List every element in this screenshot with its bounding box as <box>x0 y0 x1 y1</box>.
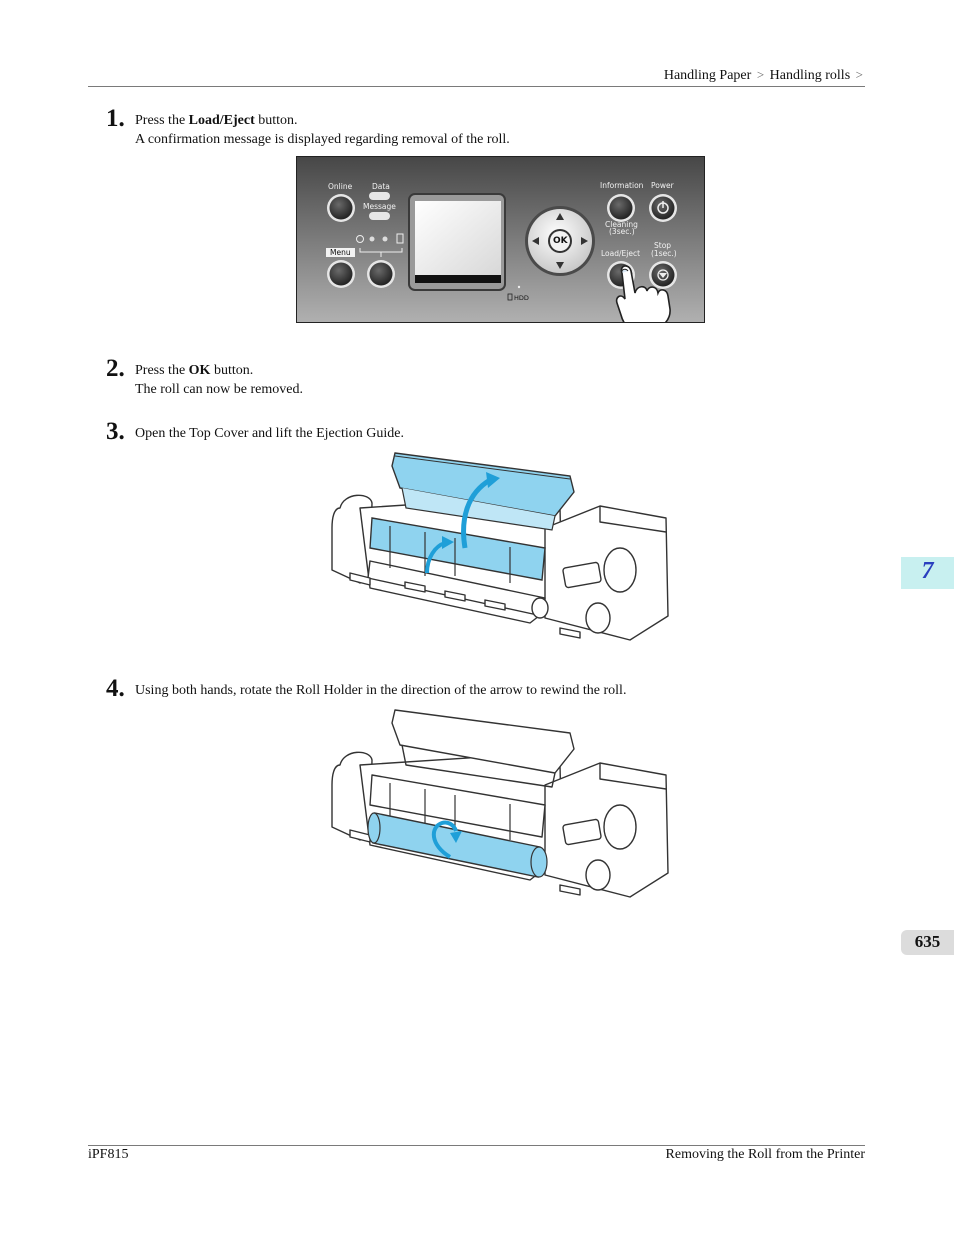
chapter-number: 7 <box>921 558 934 584</box>
information-label: Information <box>600 181 644 190</box>
breadcrumb: Handling Paper > Handling rolls > <box>664 67 865 84</box>
step-3-text: Open the Top Cover and lift the Ejection… <box>135 424 404 443</box>
breadcrumb-separator: > <box>756 67 765 82</box>
message-label: Message <box>363 202 396 211</box>
step-2-number: 2. <box>106 355 125 382</box>
cleaning-label: Cleaning <box>605 220 638 229</box>
cleaning-time-label: (3sec.) <box>609 227 635 236</box>
power-label: Power <box>651 181 674 190</box>
page-number: 635 <box>914 932 941 951</box>
stop-label: Stop <box>654 241 672 250</box>
breadcrumb-item-handling-rolls[interactable]: Handling rolls <box>769 68 851 83</box>
footer-rule <box>88 1145 865 1146</box>
breadcrumb-item-handling-paper[interactable]: Handling Paper <box>663 68 752 83</box>
menu-label: Menu <box>326 248 355 257</box>
printer-rewind-roll-illustration <box>331 709 669 898</box>
step-1-line2: A confirmation message is displayed rega… <box>135 132 510 147</box>
step-2-line2: The roll can now be removed. <box>135 382 303 397</box>
step-1-text: Press the Load/Eject button. A confirmat… <box>135 111 510 149</box>
header-rule <box>88 86 865 87</box>
step-3-line1: Open the Top Cover and lift the Ejection… <box>135 426 404 441</box>
step-4-line1: Using both hands, rotate the Roll Holder… <box>135 683 627 698</box>
step-2-text: Press the OK button. The roll can now be… <box>135 361 303 399</box>
control-panel-graphic <box>297 157 704 322</box>
step-1-number: 1. <box>106 105 125 132</box>
chapter-tab[interactable]: 7 <box>901 557 954 589</box>
ok-term: OK <box>188 363 211 378</box>
printer-open-cover-illustration <box>331 452 669 641</box>
stop-time-label: (1sec.) <box>651 249 677 258</box>
control-panel-illustration: Online Data Message Menu Information Pow… <box>296 156 705 323</box>
breadcrumb-separator: > <box>855 67 863 82</box>
load-eject-term: Load/Eject <box>188 113 255 128</box>
step-4-number: 4. <box>106 675 125 702</box>
page-number-tab: 635 <box>901 930 954 955</box>
footer-model: iPF815 <box>88 1147 129 1162</box>
data-label: Data <box>372 182 390 191</box>
step-1-line1: Press the Load/Eject button. <box>135 113 298 128</box>
online-label: Online <box>328 182 353 191</box>
ok-button-label: OK <box>553 236 568 246</box>
load-eject-label: Load/Eject <box>601 249 641 258</box>
step-4-text: Using both hands, rotate the Roll Holder… <box>135 681 626 700</box>
step-2-line1: Press the OK button. <box>135 363 254 378</box>
step-3-number: 3. <box>106 418 125 445</box>
footer-section-title: Removing the Roll from the Printer <box>665 1147 865 1162</box>
hdd-label: HDD <box>514 294 529 302</box>
